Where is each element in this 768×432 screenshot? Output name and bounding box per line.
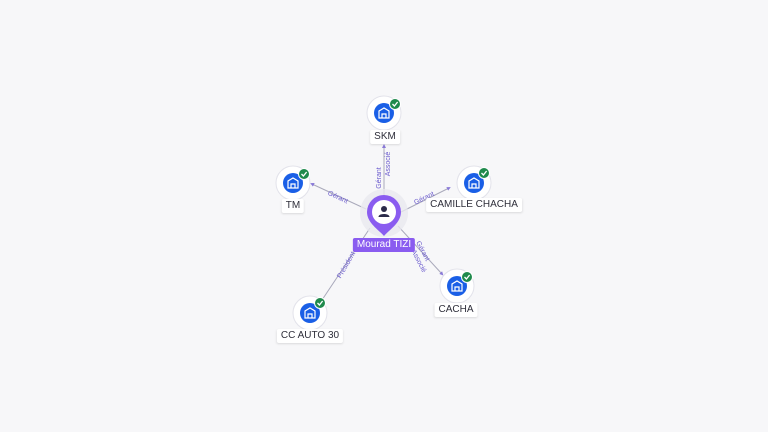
building-icon	[378, 107, 390, 119]
edge-label-cc-auto-30: Président	[336, 251, 357, 280]
check-icon	[461, 271, 473, 283]
check-icon	[298, 168, 310, 180]
node-cacha[interactable]	[439, 268, 475, 304]
company-label-cc-auto-30: CC AUTO 30	[276, 329, 344, 343]
company-label-cacha: CACHA	[434, 303, 478, 317]
node-skm[interactable]	[366, 95, 402, 131]
edge-tm: Gérant	[310, 183, 367, 210]
company-label-tm: TM	[281, 199, 305, 213]
building-icon	[304, 307, 316, 319]
node-camille-chacha[interactable]	[456, 165, 492, 201]
edge-skm: Gérant Associé	[376, 144, 392, 196]
edge-label-skm: Gérant	[376, 167, 383, 188]
edge-label-skm-2: Associé	[385, 152, 392, 177]
node-tm[interactable]	[275, 165, 311, 201]
edge-label-tm: Gérant	[326, 190, 348, 205]
node-cc-auto-30[interactable]	[292, 295, 328, 331]
building-icon	[451, 280, 463, 292]
check-icon	[389, 98, 401, 110]
check-icon	[478, 167, 490, 179]
building-icon	[287, 177, 299, 189]
company-label-skm: SKM	[370, 130, 400, 144]
check-icon	[314, 297, 326, 309]
person-name-label: Mourad TIZI	[352, 238, 416, 252]
node-center-person[interactable]	[360, 189, 408, 237]
company-label-camille-chacha: CAMILLE CHACHA	[426, 198, 522, 212]
building-icon	[468, 177, 480, 189]
person-icon	[378, 206, 390, 217]
